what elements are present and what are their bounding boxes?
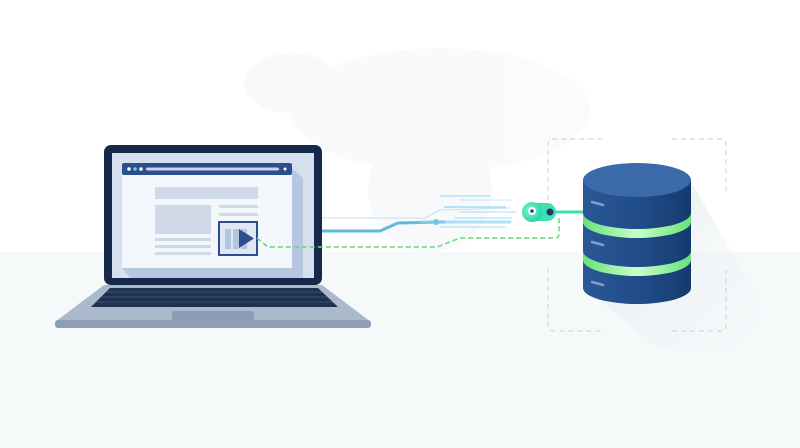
trackpad: [172, 311, 254, 320]
page-sidebar-line: [219, 205, 258, 208]
page-text-line: [155, 245, 211, 248]
browser-dot-3: [139, 167, 143, 171]
page-text-line: [155, 252, 211, 255]
db-highlights: [590, 200, 605, 287]
db-top: [583, 163, 691, 197]
data-stream: [256, 195, 585, 248]
play-icon: [239, 229, 254, 248]
laptop-base-front: [55, 320, 371, 328]
page-image-block: [155, 205, 211, 234]
cable-thin: [322, 207, 511, 219]
cable-joint: [433, 219, 439, 225]
browser-menu-dot: [283, 167, 287, 171]
page-header-block: [155, 187, 258, 199]
keyboard-keys: [97, 291, 333, 303]
db-ring-2: [583, 251, 691, 276]
connector-core: [530, 209, 534, 213]
cable-green-dashed: [256, 215, 560, 248]
browser-dot-1: [127, 167, 131, 171]
database-dashed-frame: [547, 138, 727, 332]
page-text-line: [155, 238, 211, 241]
db-ring-1: [583, 213, 691, 238]
browser-address-bar: [146, 167, 279, 171]
connector-pin: [546, 208, 554, 216]
page-sidebar-line: [219, 213, 258, 216]
video-bar: [233, 229, 239, 249]
db-body: [583, 180, 691, 304]
keyboard: [91, 288, 338, 307]
database-icon: [583, 163, 691, 304]
video-bar: [225, 229, 231, 249]
laptop: [55, 145, 371, 328]
browser-dot-2: [133, 167, 137, 171]
